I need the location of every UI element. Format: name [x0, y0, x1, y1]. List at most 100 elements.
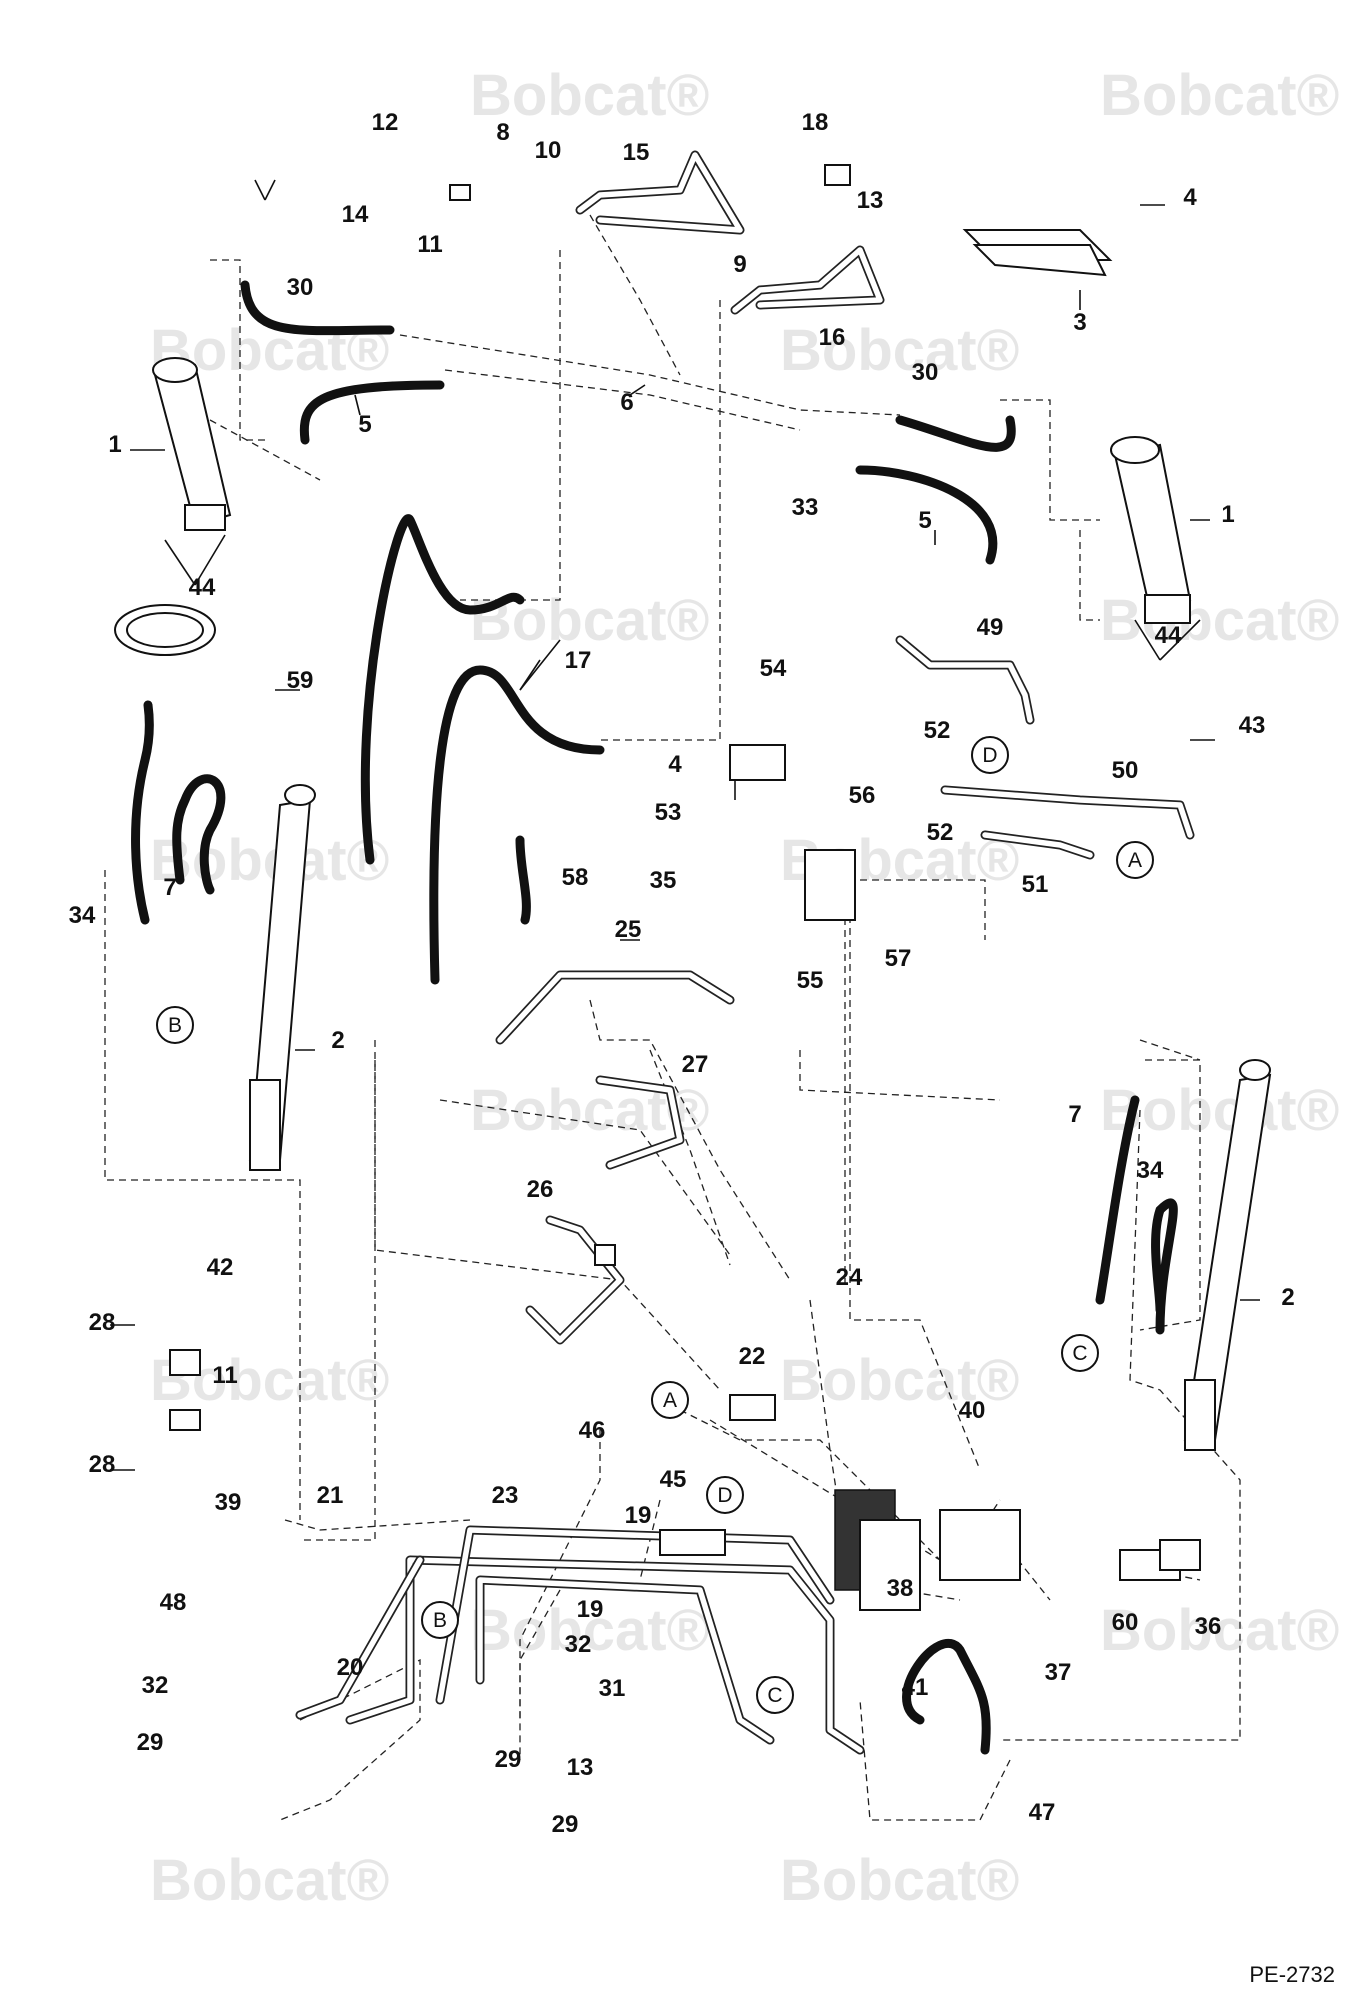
callout-c34a: 34	[69, 902, 96, 929]
watermark-layer: Bobcat® Bobcat® Bobcat® Bobcat® Bobcat® Bobca…	[150, 63, 1339, 1913]
callout-c41: 41	[902, 1674, 929, 1701]
callout-c33: 33	[792, 494, 819, 521]
callout-c53: 53	[655, 799, 682, 826]
callout-c46: 46	[579, 1417, 606, 1444]
watermark-text: Bobcat®	[780, 318, 1019, 383]
callout-c2a: 2	[331, 1027, 344, 1054]
callout-c38: 38	[887, 1575, 914, 1602]
callout-c15: 15	[623, 139, 650, 166]
connector-circles	[156, 736, 1154, 1714]
callout-c20: 20	[337, 1654, 364, 1681]
callout-c5a: 5	[358, 411, 371, 438]
callout-c44a: 44	[189, 574, 216, 601]
connector-C1: C	[1072, 1342, 1087, 1365]
callout-c58: 58	[562, 864, 589, 891]
callout-c28b: 28	[89, 1451, 116, 1478]
callout-c22: 22	[739, 1343, 766, 1370]
callout-c54: 54	[760, 655, 787, 682]
callout-c5b: 5	[918, 507, 931, 534]
callout-c19b: 19	[577, 1596, 604, 1623]
callout-c51: 51	[1022, 871, 1049, 898]
callout-c31: 31	[599, 1675, 626, 1702]
callout-c4a: 4	[1183, 184, 1197, 211]
callout-c18: 18	[802, 109, 829, 136]
connector-labels: A A B B C C D D	[168, 744, 1142, 1707]
tilt-cylinder-right	[1183, 1059, 1272, 1451]
callout-c48: 48	[160, 1589, 187, 1616]
callout-c56: 56	[849, 782, 876, 809]
callout-c57: 57	[885, 945, 912, 972]
callout-c13a: 13	[857, 187, 884, 214]
callout-c40: 40	[959, 1397, 986, 1424]
callout-c34b: 34	[1137, 1157, 1164, 1184]
callout-c25: 25	[615, 916, 642, 943]
connector-A1: A	[1128, 849, 1142, 872]
callout-c1b: 1	[1221, 501, 1234, 528]
callout-c52b: 52	[927, 819, 954, 846]
lift-cylinder-left	[152, 357, 232, 531]
callout-c9: 9	[733, 251, 746, 278]
watermark-text: Bobcat®	[780, 1848, 1019, 1913]
watermark-text: Bobcat®	[780, 1348, 1019, 1413]
callout-c14: 14	[342, 201, 369, 228]
callout-c30a: 30	[287, 274, 314, 301]
callout-c19a: 19	[625, 1502, 652, 1529]
callout-c8: 8	[496, 119, 509, 146]
watermark-text: Bobcat®	[1100, 63, 1339, 128]
callout-c32b: 32	[565, 1631, 592, 1658]
hoses	[131, 280, 1178, 1755]
hydraulic-cylinders	[152, 357, 1272, 1451]
watermark-text: Bobcat®	[470, 1598, 709, 1663]
callout-c3: 3	[1073, 309, 1086, 336]
callout-c59: 59	[287, 667, 314, 694]
callout-c52a: 52	[924, 717, 951, 744]
watermark-text: Bobcat®	[150, 828, 389, 893]
callout-c10: 10	[535, 137, 562, 164]
callout-c29c: 29	[552, 1811, 579, 1838]
callout-c16: 16	[819, 324, 846, 351]
connector-D2: D	[717, 1484, 732, 1507]
callout-c13b: 13	[567, 1754, 594, 1781]
callout-c60: 60	[1112, 1609, 1139, 1636]
callout-c44b: 44	[1155, 622, 1182, 649]
callout-c6: 6	[620, 389, 633, 416]
callout-c23: 23	[492, 1482, 519, 1509]
connector-C2: C	[767, 1684, 782, 1707]
small-parts	[114, 164, 1201, 1611]
callout-c37: 37	[1045, 1659, 1072, 1686]
callout-c50: 50	[1112, 757, 1139, 784]
connector-B2: B	[433, 1609, 447, 1632]
connector-A2: A	[663, 1389, 677, 1412]
watermark-text: Bobcat®	[150, 1848, 389, 1913]
callout-c32a: 32	[142, 1672, 169, 1699]
watermark-text: Bobcat®	[1100, 588, 1339, 653]
callout-c4b: 4	[668, 751, 682, 778]
callout-c55: 55	[797, 967, 824, 994]
callout-c11a: 11	[417, 231, 442, 258]
watermark-text: Bobcat®	[470, 63, 709, 128]
callout-c35: 35	[650, 867, 677, 894]
callout-c12: 12	[372, 109, 399, 136]
lift-cylinder-right	[1110, 436, 1192, 624]
callout-c7b: 7	[1068, 1101, 1081, 1128]
callout-labels: 1122344556778910111112131314151617181919…	[69, 109, 1295, 1838]
callout-c24: 24	[836, 1264, 863, 1291]
callout-c1a: 1	[108, 431, 121, 458]
callout-c43: 43	[1239, 712, 1266, 739]
leader-lines	[110, 179, 1260, 1471]
tilt-cylinder-left	[248, 784, 316, 1171]
callout-c49: 49	[977, 614, 1004, 641]
watermark-text: Bobcat®	[1100, 1598, 1339, 1663]
callout-c29b: 29	[495, 1746, 522, 1773]
connector-D1: D	[982, 744, 997, 767]
callout-c39: 39	[215, 1489, 242, 1516]
connector-B1: B	[168, 1014, 182, 1037]
callout-c7a: 7	[163, 874, 176, 901]
callout-c2b: 2	[1281, 1284, 1294, 1311]
drawing-code: PE-2732	[1249, 1962, 1335, 1987]
callout-c27: 27	[682, 1051, 709, 1078]
callout-c42: 42	[207, 1254, 234, 1281]
callout-c26: 26	[527, 1176, 554, 1203]
callout-c21: 21	[317, 1482, 344, 1509]
